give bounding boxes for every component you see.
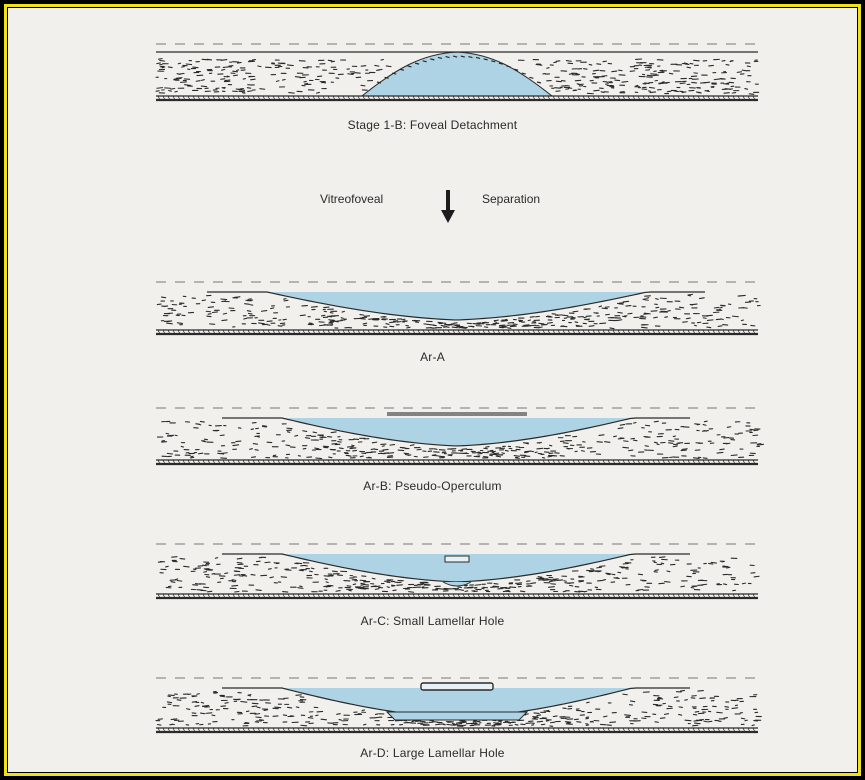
ar-a-caption: Ar-A xyxy=(8,350,857,364)
ar-c-diagram xyxy=(152,538,762,606)
ar-d-diagram xyxy=(152,672,762,740)
vitreofoveal-label: Vitreofoveal xyxy=(320,192,383,206)
down-arrow-icon xyxy=(440,190,456,224)
ar-a-diagram xyxy=(152,276,762,342)
ar-d-caption: Ar-D: Large Lamellar Hole xyxy=(8,746,857,760)
separation-label: Separation xyxy=(482,192,540,206)
ar-b-caption: Ar-B: Pseudo-Operculum xyxy=(8,479,857,493)
ar-b-diagram xyxy=(152,402,762,472)
ar-c-caption: Ar-C: Small Lamellar Hole xyxy=(8,614,857,628)
stage-1b-diagram xyxy=(152,38,762,108)
figure-sheet: Stage 1-B: Foveal Detachment Vitreofovea… xyxy=(8,8,857,772)
stage-1b-caption: Stage 1-B: Foveal Detachment xyxy=(8,118,857,132)
